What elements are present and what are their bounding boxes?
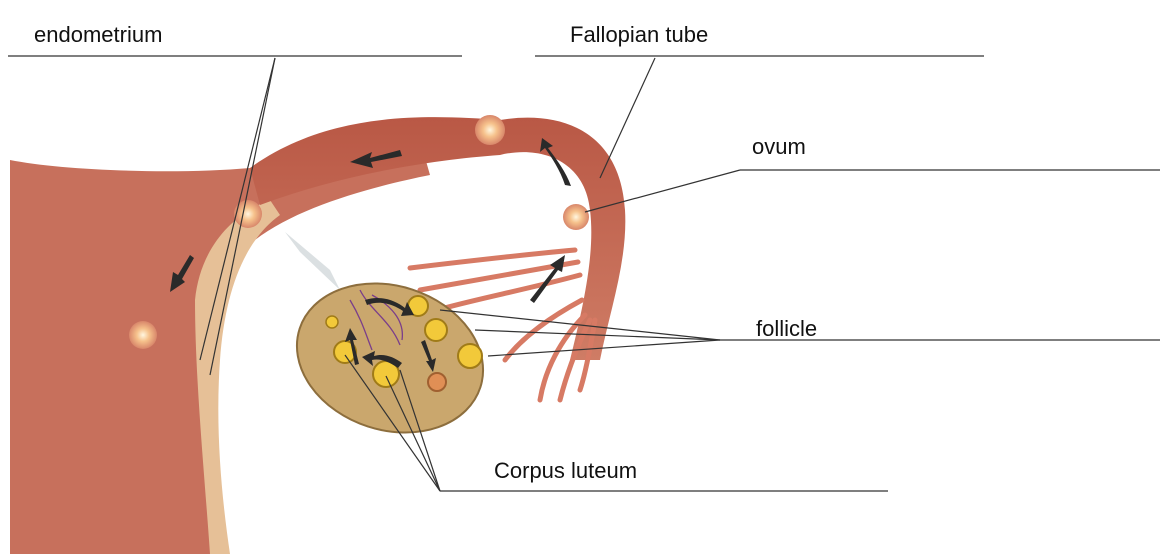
ovarian-ligament xyxy=(285,232,340,290)
label-follicle: follicle xyxy=(756,318,817,340)
fallopian-pointer xyxy=(600,58,655,178)
label-fallopian-tube: Fallopian tube xyxy=(570,24,708,46)
label-corpus-luteum: Corpus luteum xyxy=(494,460,637,482)
label-endometrium: endometrium xyxy=(34,24,162,46)
label-ovum: ovum xyxy=(752,136,806,158)
